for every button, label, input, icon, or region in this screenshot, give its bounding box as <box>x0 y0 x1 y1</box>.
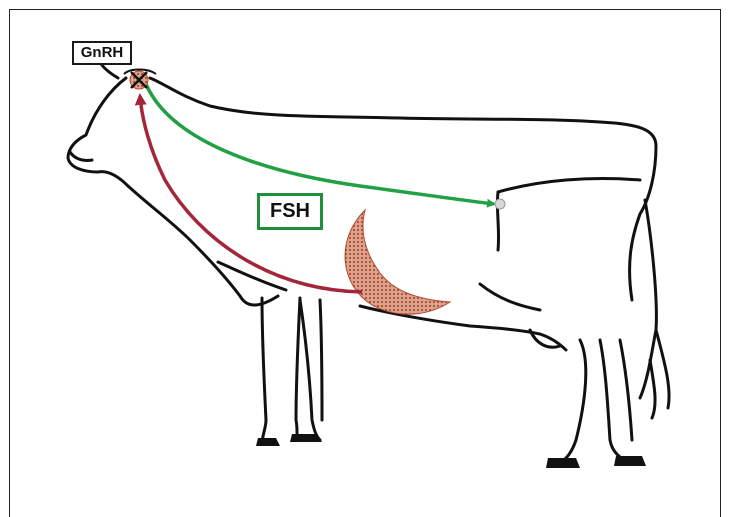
feedback-arrow <box>140 96 362 292</box>
hooves <box>256 434 646 468</box>
uterus-icon <box>345 210 450 314</box>
fsh-label: FSH <box>257 193 323 230</box>
ovary-icon <box>495 199 505 209</box>
gnrh-label: GnRH <box>72 41 132 65</box>
